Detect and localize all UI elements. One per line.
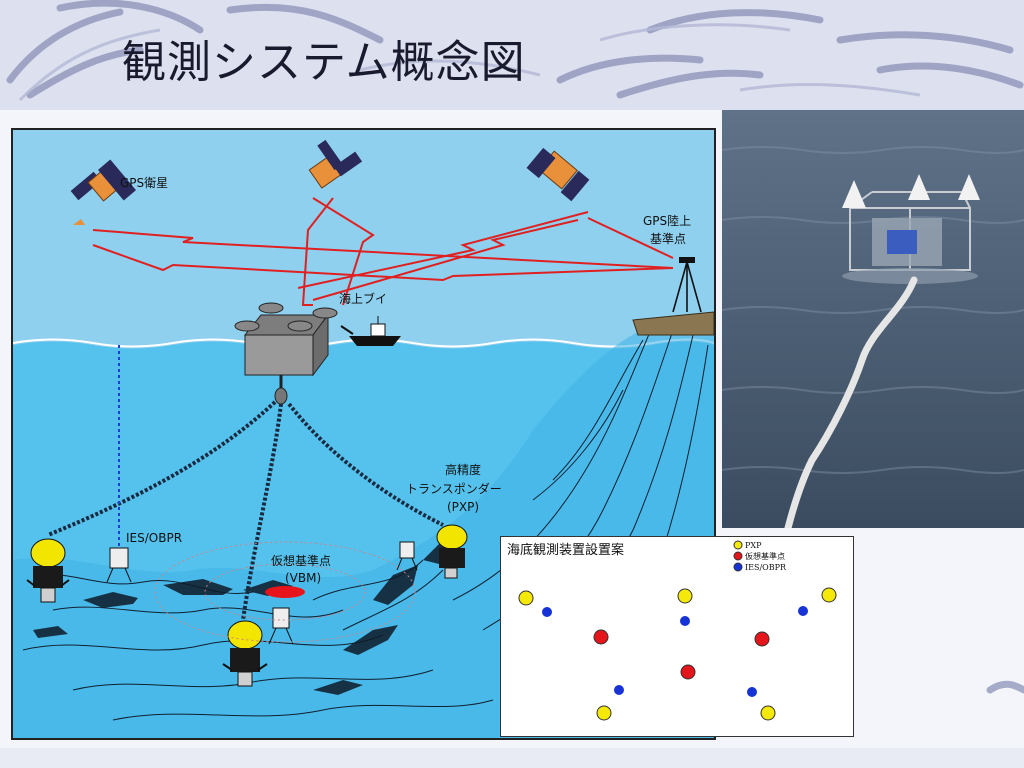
seafloor-layout-plan: 海底観測装置設置案 PXP 仮想基準点 IES/OBPR [500,536,854,737]
gps-satellite-middle-icon [308,139,363,189]
transponder-middle-icon [222,620,268,687]
layout-plan-markers [518,540,837,721]
gps-satellite-left-icon [70,159,136,225]
ies-obpr-middle-icon [268,607,294,645]
buoy-icon [234,302,338,405]
vbm-marker-icon [265,586,305,598]
ies-obpr-left-icon [106,547,132,583]
buoy-label: 海上ブイ [339,292,388,306]
pxp-label-line2: トランスポンダー [406,482,502,496]
transponder-left-icon [26,538,70,603]
vbm-label-line1: 仮想基準点 [271,554,332,568]
transponder-right-icon [436,524,468,579]
gps-satellite-right-icon [526,147,590,202]
ies-obpr-label: IES/OBPR [126,531,183,545]
layout-plan-title: 海底観測装置設置案 [507,543,625,558]
vbm-label-line2: (VBM) [285,571,322,585]
legend-pxp: PXP [745,541,762,550]
buoy-photo [722,110,1024,528]
pxp-label-line1: 高精度 [445,463,482,477]
gps-land-station-label-line2: 基準点 [650,232,687,246]
legend-vbm: 仮想基準点 [745,552,785,561]
gps-satellite-label: GPS衛星 [120,176,169,190]
ies-obpr-right-icon [396,541,418,571]
gps-land-station-label-line1: GPS陸上 [643,214,692,228]
pxp-label-line3: (PXP) [447,500,480,514]
slide-title: 観測システム概念図 [122,37,526,88]
boat-icon [340,316,401,346]
legend-ies-obpr: IES/OBPR [745,563,787,572]
